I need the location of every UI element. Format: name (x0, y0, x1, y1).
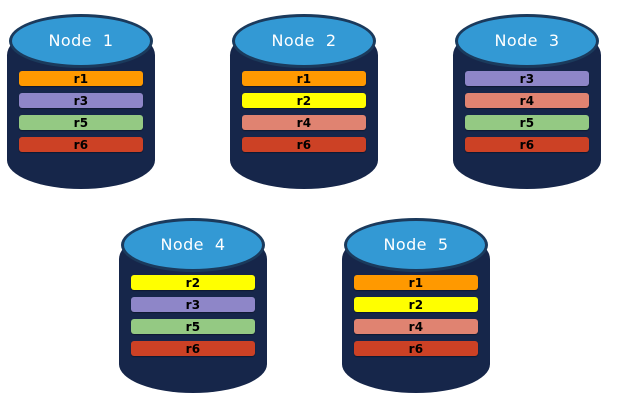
node-4[interactable]: Node 4 r2 r3 r5 r6 (120, 212, 266, 392)
replica-bar[interactable]: r3 (465, 71, 589, 86)
replica-list: r1 r2 r4 r6 (242, 71, 366, 152)
replica-label: r1 (296, 71, 312, 86)
replica-label: r6 (408, 341, 424, 356)
node-1[interactable]: Node 1 r1 r3 r5 r6 (8, 8, 154, 188)
node-cylinder-top: Node 2 (232, 14, 376, 68)
replica-list: r3 r4 r5 r6 (465, 71, 589, 152)
node-cylinder-top: Node 1 (9, 14, 153, 68)
replica-bar[interactable]: r1 (242, 71, 366, 86)
replica-label: r1 (73, 71, 89, 86)
node-3[interactable]: Node 3 r3 r4 r5 r6 (454, 8, 600, 188)
replica-label: r4 (296, 115, 312, 130)
replica-bar[interactable]: r6 (131, 341, 255, 356)
node-cylinder-top: Node 3 (455, 14, 599, 68)
replica-bar[interactable]: r5 (131, 319, 255, 334)
replica-label: r3 (519, 71, 535, 86)
replica-label: r2 (408, 297, 424, 312)
replica-label: r4 (519, 93, 535, 108)
replica-label: r1 (408, 275, 424, 290)
replica-label: r2 (296, 93, 312, 108)
replica-bar[interactable]: r2 (131, 275, 255, 290)
replica-label: r6 (73, 137, 89, 152)
replica-label: r3 (73, 93, 89, 108)
replica-bar[interactable]: r3 (131, 297, 255, 312)
replica-list: r1 r2 r4 r6 (354, 275, 478, 356)
replica-bar[interactable]: r1 (19, 71, 143, 86)
node-5[interactable]: Node 5 r1 r2 r4 r6 (343, 212, 489, 392)
replica-bar[interactable]: r4 (465, 93, 589, 108)
node-cylinder-top: Node 4 (121, 218, 265, 272)
node-2[interactable]: Node 2 r1 r2 r4 r6 (231, 8, 377, 188)
replica-bar[interactable]: r1 (354, 275, 478, 290)
replica-label: r4 (408, 319, 424, 334)
node-title: Node 2 (271, 30, 337, 50)
replica-bar[interactable]: r6 (354, 341, 478, 356)
replica-label: r6 (296, 137, 312, 152)
replica-bar[interactable]: r2 (354, 297, 478, 312)
node-title: Node 1 (48, 30, 114, 50)
replica-bar[interactable]: r5 (465, 115, 589, 130)
replica-bar[interactable]: r4 (354, 319, 478, 334)
replica-bar[interactable]: r6 (242, 137, 366, 152)
replica-list: r2 r3 r5 r6 (131, 275, 255, 356)
replica-label: r5 (519, 115, 535, 130)
replica-bar[interactable]: r2 (242, 93, 366, 108)
replica-bar[interactable]: r5 (19, 115, 143, 130)
replica-bar[interactable]: r6 (19, 137, 143, 152)
node-cylinder-top: Node 5 (344, 218, 488, 272)
replica-label: r5 (185, 319, 201, 334)
replica-label: r3 (185, 297, 201, 312)
node-title: Node 4 (160, 234, 226, 254)
node-title: Node 5 (383, 234, 449, 254)
node-title: Node 3 (494, 30, 560, 50)
replica-label: r2 (185, 275, 201, 290)
replica-label: r6 (185, 341, 201, 356)
replica-label: r6 (519, 137, 535, 152)
replica-bar[interactable]: r6 (465, 137, 589, 152)
replica-list: r1 r3 r5 r6 (19, 71, 143, 152)
replica-bar[interactable]: r3 (19, 93, 143, 108)
replica-label: r5 (73, 115, 89, 130)
replica-bar[interactable]: r4 (242, 115, 366, 130)
